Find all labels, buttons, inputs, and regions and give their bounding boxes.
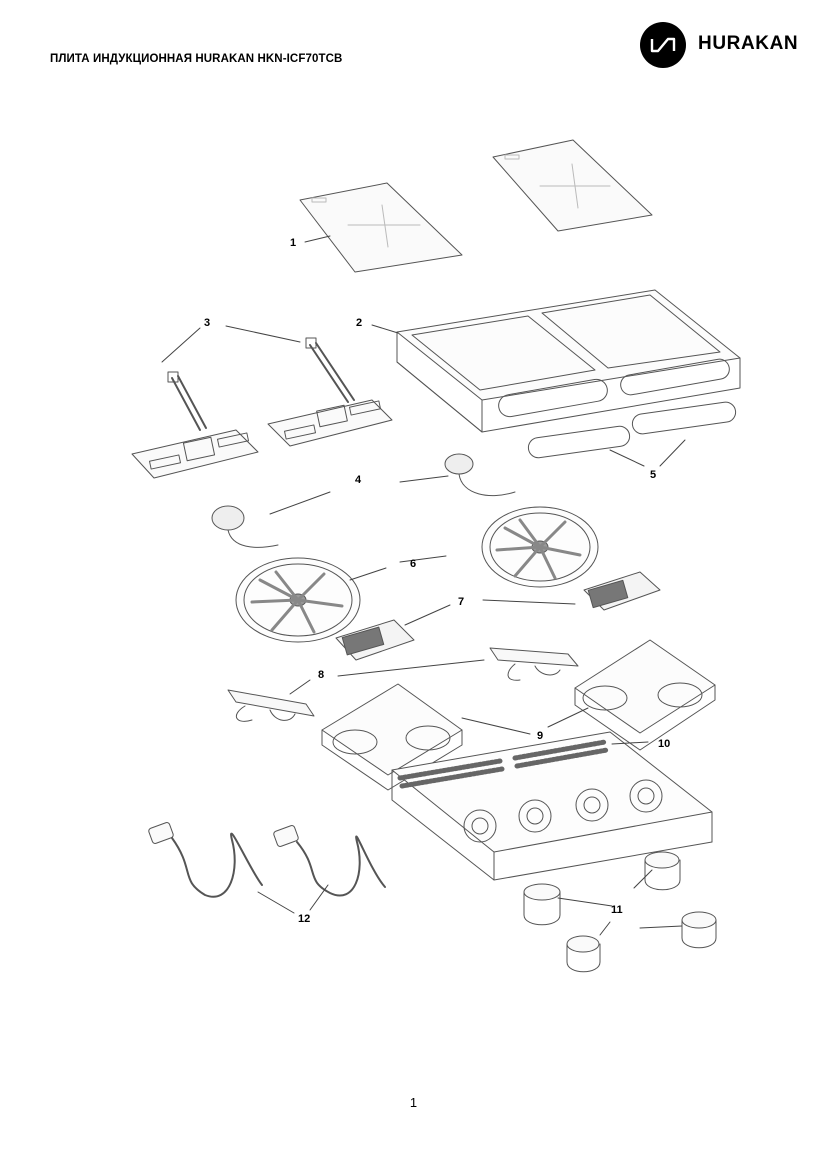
power-board-right — [583, 571, 661, 611]
callout-7: 7 — [458, 596, 464, 608]
callout-8: 8 — [318, 669, 324, 681]
power-cords — [148, 822, 386, 898]
glass-top-plate-left — [299, 182, 463, 273]
callout-4: 4 — [355, 474, 362, 486]
callout-12: 12 — [298, 913, 310, 925]
callout-2: 2 — [356, 317, 362, 329]
fan-bracket-right — [489, 647, 579, 681]
parts-diagram-svg: 1 2 3 4 5 6 7 8 9 10 11 12 — [131, 139, 741, 973]
callout-9: 9 — [537, 730, 543, 742]
fan-bracket-left — [227, 689, 315, 722]
callout-1: 1 — [290, 237, 296, 249]
control-board-right — [267, 337, 393, 447]
hurakan-logo-icon — [640, 22, 686, 68]
brand-name: HURAKAN — [698, 33, 799, 54]
control-board-left — [131, 371, 259, 479]
temperature-sensor-left — [211, 505, 279, 548]
callout-3: 3 — [204, 317, 210, 329]
cooling-fan-left — [235, 557, 361, 643]
coil-holder-left — [321, 683, 463, 791]
power-board-left — [335, 619, 415, 661]
cooling-fan-right — [481, 506, 599, 588]
leader-lines — [161, 235, 686, 936]
glass-top-plate-right — [492, 139, 653, 232]
callout-11: 11 — [611, 904, 623, 916]
exploded-parts-diagram: 1 2 3 4 5 6 7 8 9 10 11 12 — [110, 130, 750, 990]
document-title: ПЛИТА ИНДУКЦИОННАЯ HURAKAN HKN-ICF70TCB — [50, 53, 343, 65]
callout-5: 5 — [650, 469, 656, 481]
coil-holder-right — [574, 639, 716, 751]
brand: HURAKAN — [640, 22, 820, 68]
decorative-strips — [527, 401, 737, 459]
bottom-panel — [391, 731, 713, 881]
callout-10: 10 — [658, 738, 670, 750]
cooker-housing — [396, 289, 741, 433]
rubber-feet — [523, 851, 717, 973]
page-number: 1 — [409, 1095, 418, 1110]
callout-6: 6 — [410, 558, 416, 570]
temperature-sensor-right — [444, 453, 516, 497]
